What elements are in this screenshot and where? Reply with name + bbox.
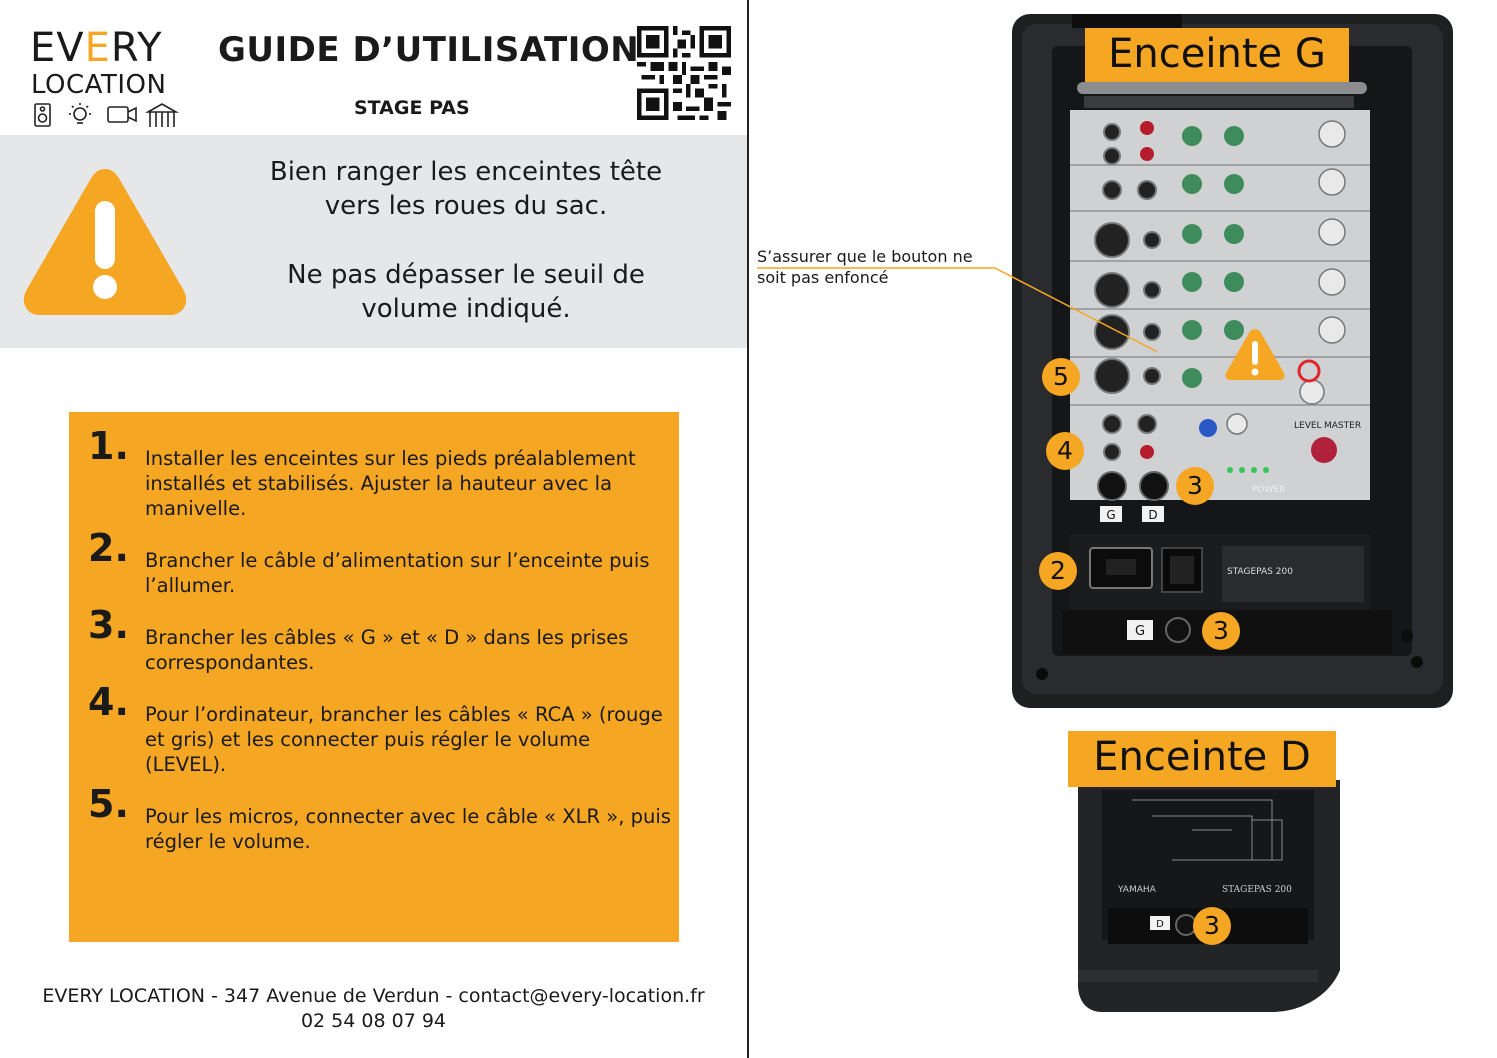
bulb-icon (69, 103, 91, 124)
footer-address: EVERY LOCATION - 347 Avenue de Verdun - … (42, 985, 705, 1007)
steps-box (69, 412, 679, 942)
guide-subtitle: STAGE PAS (354, 97, 470, 119)
badge-step-2: 2 (1039, 552, 1077, 590)
level-label: LEVEL (1294, 421, 1322, 431)
step-number: 4. (88, 680, 129, 724)
stagepas-label: STAGEPAS 200 (1222, 885, 1292, 895)
warning-text-storage: Bien ranger les enceintes tête vers les … (269, 157, 663, 221)
footer-phone: 02 54 08 07 94 (300, 1010, 447, 1032)
warning-small-icon (1225, 329, 1285, 380)
step-number: 5. (88, 782, 129, 826)
step-number: 3. (88, 603, 129, 647)
step-number: 2. (88, 526, 129, 570)
speaker-g-photo: G D POWER MASTER LEVEL STAGEPAS 200 G (1012, 14, 1453, 708)
button-note: S’assurer que le bouton ne soit pas enfo… (757, 247, 973, 287)
logo-icons (34, 103, 180, 127)
logo-part: EV (30, 25, 85, 71)
bottom-g-label: G (1135, 624, 1145, 639)
logo-part: RY (110, 25, 163, 71)
step-text: Installer les enceintes sur les pieds pr… (145, 447, 636, 520)
speaker-g-label: Enceinte G (1085, 28, 1349, 82)
qr-code-icon (637, 26, 731, 120)
logo-accent: E (84, 25, 111, 71)
badge-step-5: 5 (1042, 358, 1080, 396)
logo-location: LOCATION (31, 70, 167, 100)
badge-step-3: 3 (1193, 907, 1231, 945)
master-label: MASTER (1324, 421, 1361, 431)
step-text: Brancher les câbles « G » et « D » dans … (145, 626, 629, 674)
warning-text-volume: Ne pas dépasser le seuil de volume indiq… (287, 260, 645, 324)
camera-icon (107, 106, 137, 123)
bottom-d-label: D (1156, 919, 1164, 930)
speaker-d-photo: YAMAHA STAGEPAS 200 D (1078, 780, 1340, 1012)
badge-step-4: 4 (1046, 432, 1084, 470)
speaker-icon (34, 103, 51, 127)
step-number: 1. (88, 424, 129, 468)
power-label: POWER (1252, 485, 1285, 495)
warning-triangle-icon (23, 169, 187, 315)
note-leader-line (757, 267, 1157, 353)
jack-g-label: G (1106, 508, 1115, 522)
yamaha-label: YAMAHA (1117, 885, 1157, 895)
guide-title: GUIDE D’UTILISATION (218, 30, 640, 70)
logo-every: EVERY (30, 26, 163, 70)
step-text: Pour l’ordinateur, brancher les câbles «… (145, 703, 663, 776)
jack-d-label: D (1148, 508, 1157, 522)
speaker-d-label: Enceinte D (1068, 731, 1336, 787)
page-divider (747, 0, 749, 1058)
step-text: Brancher le câble d’alimentation sur l’e… (145, 549, 650, 597)
step-text: Pour les micros, connecter avec le câble… (145, 805, 671, 853)
tent-icon (144, 103, 180, 127)
badge-step-3: 3 (1176, 467, 1214, 505)
model-label: STAGEPAS 200 (1227, 567, 1293, 577)
badge-step-3: 3 (1202, 612, 1240, 650)
